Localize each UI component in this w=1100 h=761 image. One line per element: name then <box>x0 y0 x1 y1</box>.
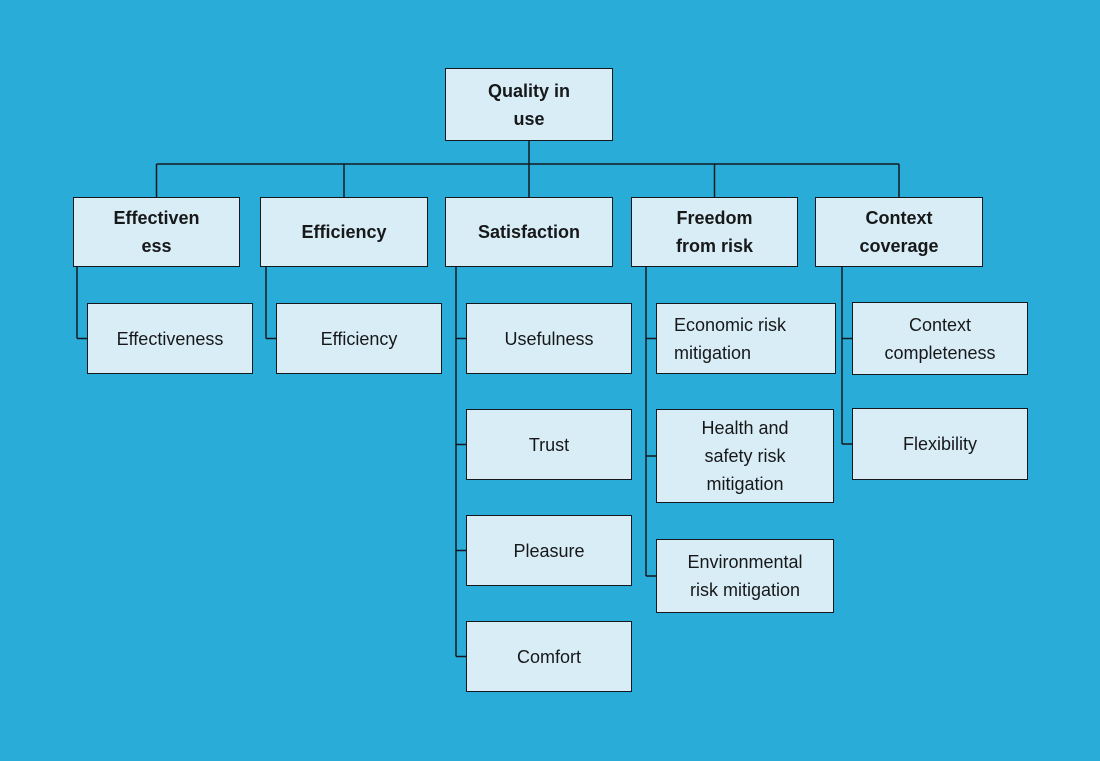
node-comfort[interactable]: Comfort <box>466 621 632 692</box>
node-label: Context completeness <box>884 314 996 363</box>
node-context-completeness[interactable]: Context completeness <box>852 302 1028 375</box>
node-label: Economic risk mitigation <box>674 314 787 363</box>
node-efficiency[interactable]: Efficiency <box>276 303 442 374</box>
node-label: Quality in use <box>487 80 570 129</box>
node-label: Effectiveness <box>116 328 224 349</box>
node-pleasure[interactable]: Pleasure <box>466 515 632 586</box>
node-flexibility[interactable]: Flexibility <box>852 408 1028 480</box>
node-label: Flexibility <box>902 434 977 454</box>
node-trust[interactable]: Trust <box>466 409 632 480</box>
node-label: Efficiency <box>301 222 387 242</box>
node-label: Satisfaction <box>477 222 581 242</box>
node-label: Trust <box>528 434 570 455</box>
node-usefulness[interactable]: Usefulness <box>466 303 632 374</box>
node-effectiveness-group[interactable]: Effectiven ess <box>73 197 240 267</box>
node-label: Effectiven ess <box>113 208 200 256</box>
node-economic-risk-mitigation[interactable]: Economic risk mitigation <box>656 303 836 374</box>
node-efficiency-group[interactable]: Efficiency <box>260 197 428 267</box>
node-quality-in-use[interactable]: Quality in use <box>445 68 613 141</box>
node-label: Health and safety risk mitigation <box>701 418 789 494</box>
node-freedom-from-risk[interactable]: Freedom from risk <box>631 197 798 267</box>
node-label: Environmental risk mitigation <box>687 552 803 600</box>
node-context-coverage[interactable]: Context coverage <box>815 197 983 267</box>
node-label: Pleasure <box>513 540 585 561</box>
node-label: Context coverage <box>859 208 939 256</box>
node-label: Usefulness <box>504 328 594 349</box>
node-label: Comfort <box>516 646 581 667</box>
node-satisfaction[interactable]: Satisfaction <box>445 197 613 267</box>
node-label: Efficiency <box>320 328 398 349</box>
node-environmental-risk-mitigation[interactable]: Environmental risk mitigation <box>656 539 834 613</box>
node-label: Freedom from risk <box>675 208 754 256</box>
node-health-safety-risk-mitigation[interactable]: Health and safety risk mitigation <box>656 409 834 503</box>
node-effectiveness[interactable]: Effectiveness <box>87 303 253 374</box>
